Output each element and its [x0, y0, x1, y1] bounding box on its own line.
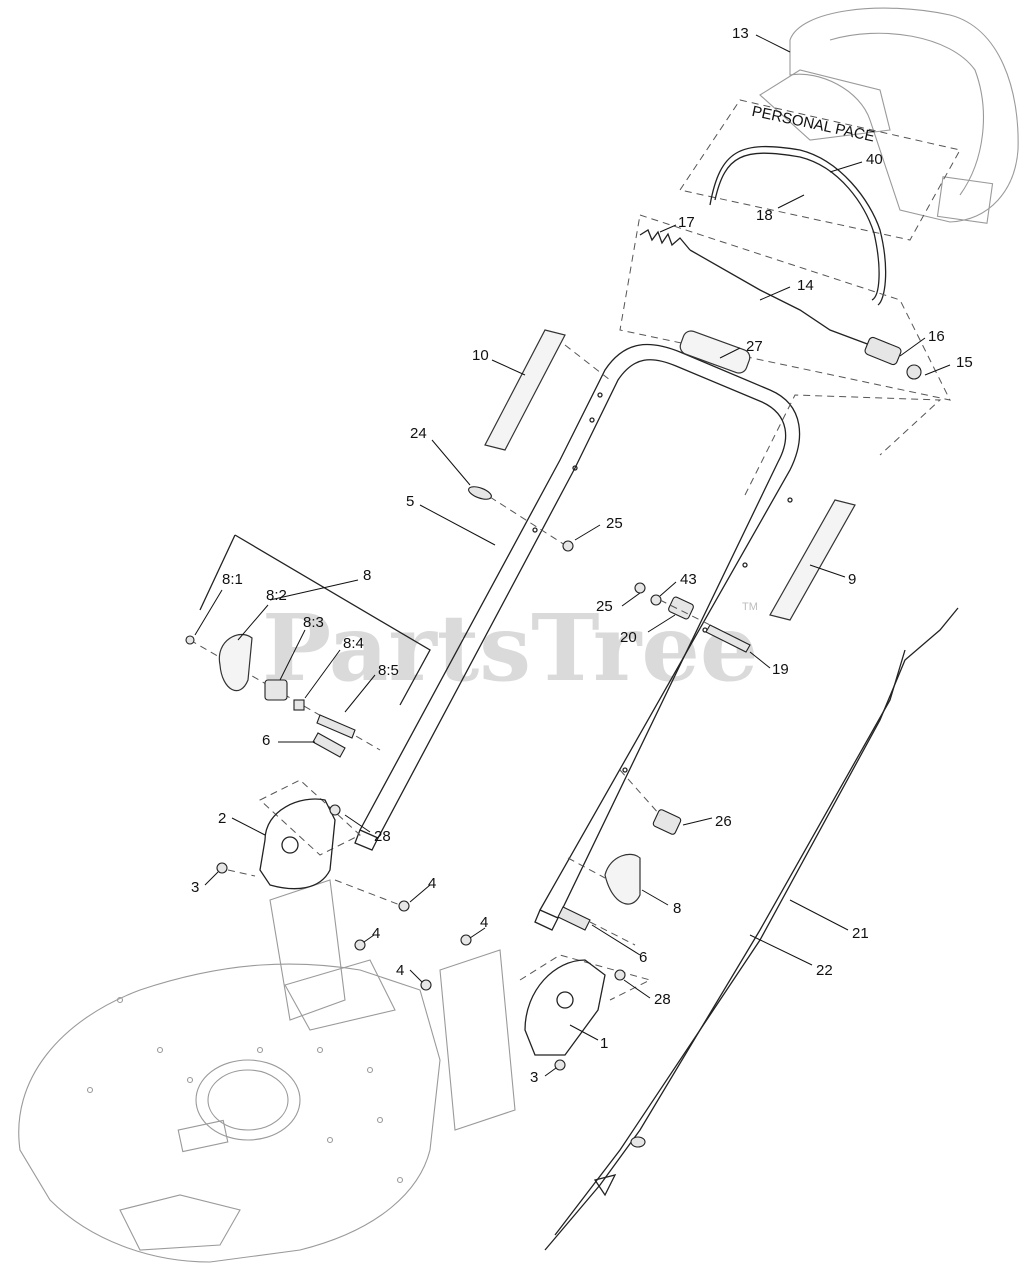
- cable-group-outline: [619, 214, 951, 401]
- callout-26: 26: [715, 813, 732, 830]
- callout-4-c: 4: [396, 962, 404, 979]
- part-1-hole: [556, 991, 574, 1009]
- part-8-lever: [604, 853, 641, 905]
- callout-16: 16: [928, 328, 945, 345]
- part-28-nut-left: [329, 804, 341, 816]
- callout-19: 19: [772, 661, 789, 678]
- part-8-1-pin: [185, 635, 195, 645]
- callout-17: 17: [678, 214, 695, 231]
- callout-15: 15: [956, 354, 973, 371]
- part-2-plate: [259, 798, 336, 890]
- callout-8-2: 8:2: [266, 587, 287, 604]
- part-25-nut: [562, 540, 574, 552]
- part-3-bolt-left: [216, 862, 228, 874]
- callout-40: 40: [866, 151, 883, 168]
- part-13-upper-handle: PERSONAL PACE: [750, 7, 1019, 224]
- part-2-hole: [281, 836, 299, 854]
- callout-8-5: 8:5: [378, 662, 399, 679]
- part-8-bracket-left: [199, 534, 236, 611]
- callout-2: 2: [218, 810, 226, 827]
- part-24-clip: [468, 486, 492, 500]
- part-17-spring: [639, 229, 691, 251]
- callout-21: 21: [852, 925, 869, 942]
- callout-28-left: 28: [374, 828, 391, 845]
- callout-6-lower: 6: [639, 949, 647, 966]
- part-8-dashline: [567, 857, 606, 879]
- part-4-nut-b: [354, 939, 366, 951]
- mower-deck-ghost: [18, 879, 516, 1263]
- part-1-plate: [524, 959, 606, 1056]
- callout-4-b: 4: [372, 925, 380, 942]
- callout-8-3: 8:3: [303, 614, 324, 631]
- callout-25-b: 25: [596, 598, 613, 615]
- part-10-dashline: [564, 344, 611, 381]
- part-21-cable: [554, 607, 959, 1236]
- part-6-bolt-top: [312, 732, 346, 758]
- part-26-knob: [652, 809, 682, 835]
- callout-28-right: 28: [654, 991, 671, 1008]
- callout-25: 25: [606, 515, 623, 532]
- callout-14: 14: [797, 277, 814, 294]
- part-25-nut-right: [634, 582, 646, 594]
- part-9-outline: [744, 394, 942, 496]
- callout-8: 8: [363, 567, 371, 584]
- callout-3-right: 3: [530, 1069, 538, 1086]
- decal-outline: [679, 99, 961, 241]
- part-28-nut-right: [614, 969, 626, 981]
- part-8-2-knob: [218, 633, 253, 692]
- callout-24: 24: [410, 425, 427, 442]
- part-1-outline: [519, 954, 652, 1001]
- callout-27: 27: [746, 338, 763, 355]
- callout-8-lower: 8: [673, 900, 681, 917]
- cable-fitting: [630, 1136, 646, 1148]
- part-5-main-handle: [354, 343, 801, 931]
- part-18-bail: [709, 145, 887, 306]
- callout-4-a: 4: [428, 875, 436, 892]
- watermark-trademark: TM: [742, 601, 758, 613]
- part-24-dashline: [489, 496, 566, 546]
- part-2-outline: [259, 779, 361, 856]
- part-4-dashline: [334, 879, 401, 906]
- part-8-3-block: [264, 679, 288, 701]
- callout-4-d: 4: [480, 914, 488, 931]
- callout-20: 20: [620, 629, 637, 646]
- part-18-bail-inner: [714, 152, 880, 301]
- part-6-dashline: [589, 921, 636, 946]
- part-4-nut-c: [420, 979, 432, 991]
- callout-22: 22: [816, 962, 833, 979]
- callout-43: 43: [680, 571, 697, 588]
- part-26-dashline: [619, 769, 661, 816]
- callouts: 13 40 18 17 14 27 16 15 10 24 5 25 8 8:1…: [191, 25, 973, 1086]
- part-19-bolt: [705, 624, 751, 653]
- part-9-cable-guide: [769, 499, 856, 621]
- part-16-bushing: [864, 336, 902, 366]
- part-43-washer: [650, 594, 662, 606]
- callout-3-left: 3: [191, 879, 199, 896]
- callout-9: 9: [848, 571, 856, 588]
- callout-10: 10: [472, 347, 489, 364]
- part-8-4-nut: [293, 699, 305, 711]
- part-22-cable: [544, 649, 906, 1251]
- callout-1: 1: [600, 1035, 608, 1052]
- callout-13: 13: [732, 25, 749, 42]
- callout-6-top: 6: [262, 732, 270, 749]
- part-27-grip: [679, 330, 751, 374]
- cable-spring: [593, 1174, 617, 1197]
- callout-8-1: 8:1: [222, 571, 243, 588]
- part-15-washer: [906, 364, 922, 380]
- callout-18: 18: [756, 207, 773, 224]
- part-3-dashline: [227, 869, 256, 877]
- part-3-bolt-right: [554, 1059, 566, 1071]
- part-6-bolt-lower: [557, 906, 591, 931]
- part-8-bracket: [234, 534, 431, 706]
- callout-5: 5: [406, 493, 414, 510]
- leader-lines: [194, 34, 951, 1077]
- part-8-5-bolt: [316, 714, 356, 739]
- callout-8-4: 8:4: [343, 635, 364, 652]
- part-4-nut-a: [398, 900, 410, 912]
- part-10-cable-guide: [484, 329, 566, 451]
- part-4-nut-d: [460, 934, 472, 946]
